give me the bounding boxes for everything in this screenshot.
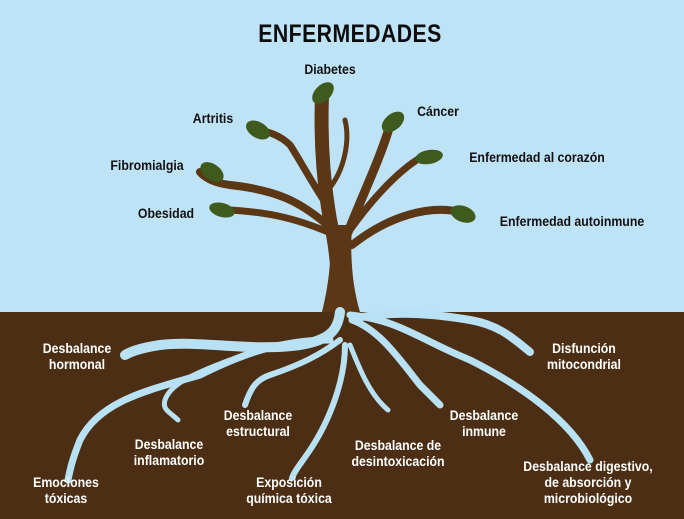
root-label-line: de absorción y	[544, 474, 632, 490]
leaf-icon	[312, 82, 334, 104]
root-label-line: inflamatorio	[133, 452, 205, 468]
root-label-line: inmune	[462, 423, 506, 439]
root-label-line: química tóxica	[246, 490, 332, 506]
leaves	[200, 82, 476, 223]
root-label-line: Desbalance	[223, 407, 293, 423]
disease-label-cancer: Cáncer	[417, 103, 459, 119]
leaf-icon	[415, 149, 443, 165]
leaf-icon	[450, 205, 476, 223]
disease-label-enfermedad-corazon: Enfermedad al corazón	[469, 149, 605, 165]
root-label-line: Desbalance	[42, 340, 112, 356]
root-label-line: Desbalance digestivo,	[523, 458, 653, 474]
disease-label-artritis: Artritis	[192, 110, 234, 126]
leaf-icon	[381, 111, 405, 133]
root-label-line: desintoxicación	[351, 453, 445, 469]
leaf-icon	[246, 120, 270, 140]
leaf-icon	[209, 202, 235, 218]
disease-label-diabetes: Diabetes	[304, 61, 356, 77]
page-title: ENFERMEDADES	[258, 20, 442, 48]
root-label-line: Exposición	[256, 474, 322, 490]
root-label-line: Desbalance	[134, 436, 204, 452]
roots-drawing	[64, 307, 594, 484]
root-label-line: Desbalance de	[354, 437, 442, 453]
root-label-line: Disfunción	[552, 340, 616, 356]
disease-label-fibromialgia: Fibromialgia	[110, 157, 184, 173]
root-label-line: microbiológico	[543, 490, 633, 506]
root-label-line: tóxicas	[44, 490, 88, 506]
root-label-line: mitocondrial	[547, 356, 621, 372]
tree-trunk	[322, 225, 360, 312]
root-label-line: hormonal	[48, 356, 106, 372]
disease-label-enfermedad-autoinmune: Enfermedad autoinmune	[499, 213, 645, 229]
leaf-icon	[200, 162, 224, 182]
root-label-line: Desbalance	[449, 407, 519, 423]
disease-label-obesidad: Obesidad	[137, 205, 195, 221]
root-label-line: estructural	[226, 423, 290, 439]
root-label-line: Emociones	[33, 474, 99, 490]
